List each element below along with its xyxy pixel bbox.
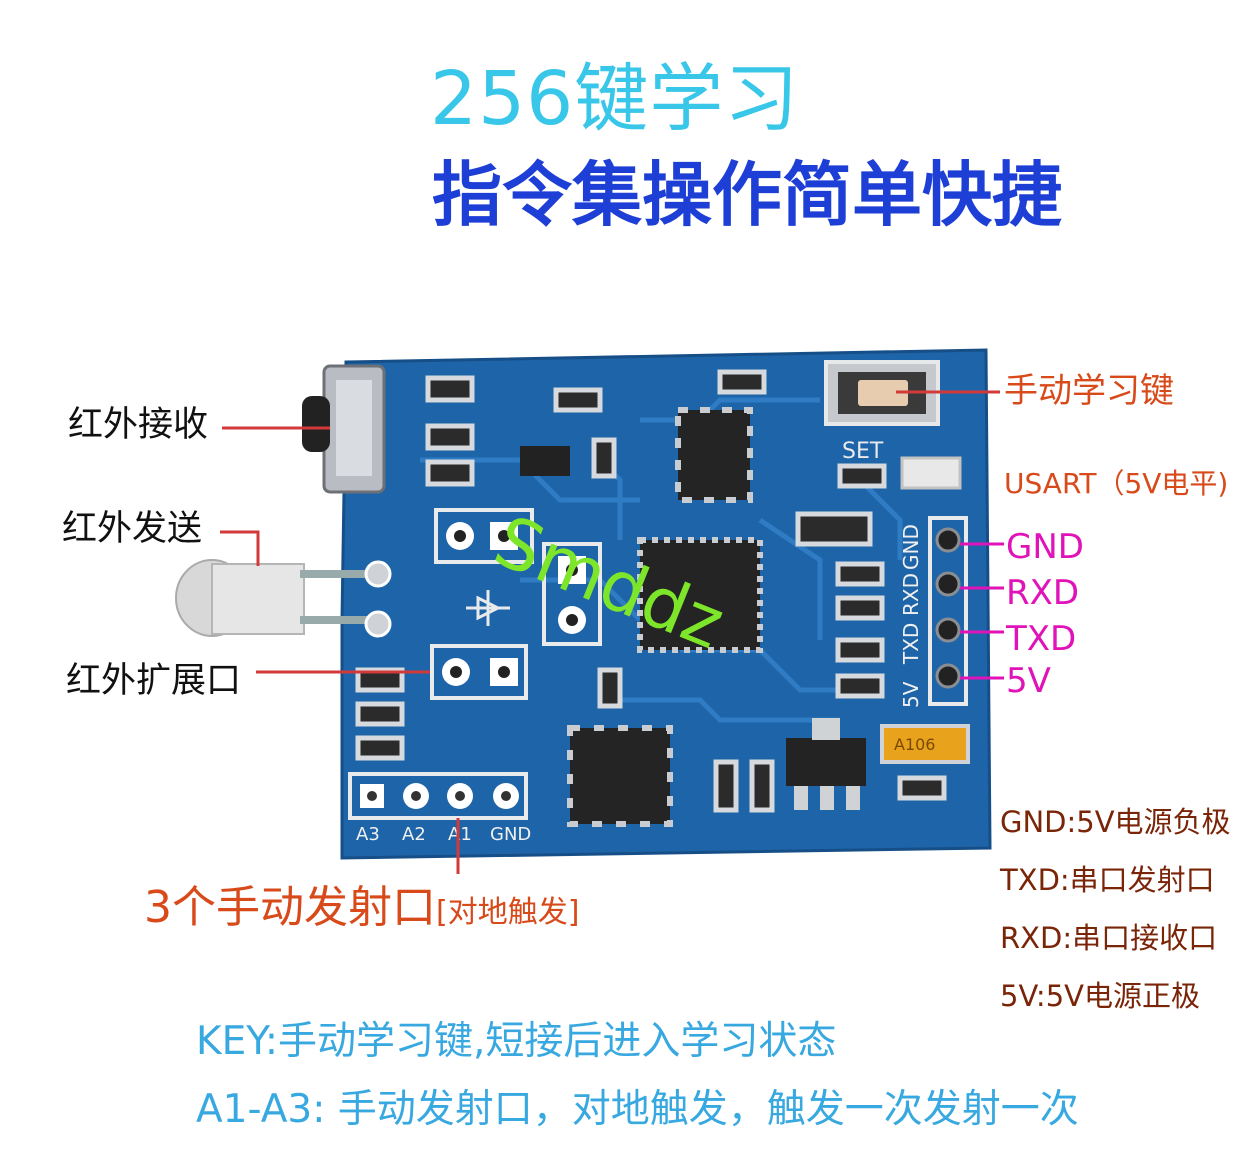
- pin-label-txd: TXD: [1006, 619, 1077, 659]
- footer-line-2: A1-A3: 手动发射口，对地触发，触发一次发射一次: [196, 1087, 1079, 1132]
- leader-lines: [220, 390, 1000, 874]
- silk-a1: A1: [448, 824, 472, 845]
- ir-led-lead-2: [300, 616, 370, 624]
- regulator-tab: [812, 718, 840, 740]
- silk-a3: A3: [356, 824, 380, 845]
- pin-note-gnd: GND:5V电源负极: [1000, 805, 1231, 839]
- uart-header-outline: [928, 516, 968, 706]
- title-line-2: 指令集操作简单快捷: [432, 154, 1062, 236]
- status-led: [900, 456, 962, 490]
- expansion-pads: [430, 508, 602, 700]
- transistor: [520, 446, 570, 476]
- label-manual-learn-key: 手动学习键: [1004, 371, 1174, 411]
- manual-ports-main: 3个手动发射口: [144, 882, 436, 933]
- silk-a2: A2: [402, 824, 426, 845]
- pin-leader-lines: [960, 542, 1004, 680]
- ir-led-lead-1: [300, 570, 370, 578]
- silk-rxd: RXD: [899, 573, 923, 616]
- ic-bottom-flash: [567, 725, 673, 827]
- silk-gnd-bottom: GND: [490, 824, 531, 845]
- footer-line-1: KEY:手动学习键,短接后进入学习状态: [196, 1019, 837, 1064]
- tantalum-label: A106: [894, 735, 935, 754]
- silk-5v: 5V: [899, 681, 923, 708]
- label-ir-send: 红外发送: [62, 509, 203, 549]
- pin-note-txd: TXD:串口发射口: [1000, 863, 1215, 897]
- silk-txd: TXD: [899, 623, 923, 665]
- pin-note-rxd: RXD:串口接收口: [1000, 921, 1218, 955]
- label-ir-expand: 红外扩展口: [66, 661, 242, 701]
- pin-label-rxd: RXD: [1006, 573, 1080, 613]
- ic-top-eeprom: [675, 407, 753, 503]
- diode-silkscreen: [466, 590, 510, 626]
- pin-note-5v: 5V:5V电源正极: [1000, 979, 1200, 1013]
- pin-label-gnd: GND: [1006, 527, 1084, 567]
- ir-led-pad-2: [364, 610, 392, 638]
- bottom-header-pads: [360, 783, 519, 809]
- smd-components-left: [355, 369, 947, 813]
- uart-header-pins: [935, 527, 961, 689]
- manual-ports-label: 3个手动发射口[对地触发]: [144, 886, 579, 930]
- ir-led-pad-1: [364, 560, 392, 588]
- pin-label-5v: 5V: [1006, 661, 1051, 701]
- set-silk-label: SET: [842, 439, 884, 464]
- title-line-1: 256键学习: [430, 56, 800, 142]
- voltage-regulator: [786, 738, 866, 786]
- regulator-legs: [794, 786, 860, 810]
- set-button-cap[interactable]: [858, 380, 908, 406]
- ir-led-body: [211, 563, 305, 635]
- silk-gnd: GND: [899, 524, 923, 570]
- ic-main-mcu: [637, 537, 763, 653]
- ir-receiver-lens: [302, 396, 330, 452]
- label-ir-receive: 红外接收: [68, 405, 209, 445]
- tantalum-capacitor: [880, 724, 970, 764]
- bottom-header-outline: [348, 772, 528, 820]
- ir-receiver-face: [336, 380, 372, 476]
- manual-ports-note: [对地触发]: [436, 895, 580, 930]
- label-usart: USART（5V电平): [1004, 467, 1229, 500]
